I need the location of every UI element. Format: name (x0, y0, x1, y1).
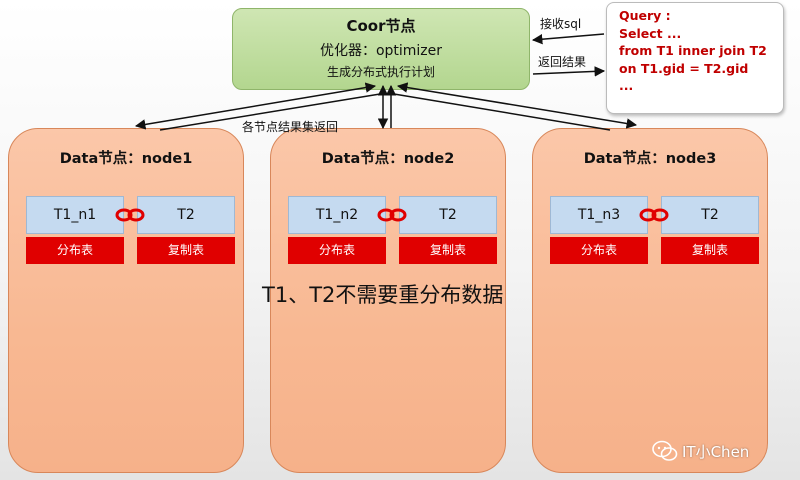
distributed-table-tag: 分布表 (288, 237, 386, 264)
table-t1-shard: T1_n2 (288, 196, 386, 234)
data-node-1: Data节点：node1 T1_n1 T2 分布表 复制表 (8, 128, 244, 473)
coor-node1-arrow (134, 82, 377, 130)
join-link-icon (115, 208, 145, 222)
data-node-3: Data节点：node3 T1_n3 T2 分布表 复制表 (532, 128, 768, 473)
join-link-icon (377, 208, 407, 222)
return-result-arrow (532, 66, 606, 77)
table-t1-shard: T1_n3 (550, 196, 648, 234)
plan-label: 生成分布式执行计划 (326, 65, 435, 79)
coor-node3-arrow-2 (393, 93, 611, 131)
wechat-icon (652, 440, 678, 461)
coordinator-title: Coor节点 (346, 17, 416, 35)
replicated-table-tag: 复制表 (399, 237, 497, 264)
optimizer-label: 优化器：optimizer (319, 43, 443, 59)
replicated-table-tag: 复制表 (137, 237, 235, 264)
distributed-table-tag: 分布表 (550, 237, 648, 264)
node-title: Data节点：node3 (583, 151, 717, 167)
coor-node1-arrow-2 (159, 93, 381, 131)
receive-sql-label: 接收sql (540, 17, 582, 31)
table-t1-shard: T1_n1 (26, 196, 124, 234)
node-results-return-label: 各节点结果集返回 (242, 120, 339, 134)
replicated-table-tag: 复制表 (661, 237, 759, 264)
coordinator-node: Coor节点 优化器：optimizer 生成分布式执行计划 (232, 8, 530, 90)
query-line: Select ... (619, 25, 682, 41)
table-t2: T2 (661, 196, 759, 234)
watermark: IT小Chen (652, 440, 749, 462)
query-line: Query : (619, 8, 671, 23)
join-link-icon (639, 208, 669, 222)
watermark-text: IT小Chen (682, 442, 750, 461)
no-redistribution-note: T1、T2不需要重分布数据 (262, 283, 504, 307)
table-t2: T2 (137, 196, 235, 234)
query-line: from T1 inner join T2 (619, 43, 767, 58)
distributed-table-tag: 分布表 (26, 237, 124, 264)
node-title: Data节点：node2 (321, 151, 455, 167)
node-title: Data节点：node1 (59, 151, 193, 167)
return-result-label: 返回结果 (538, 55, 587, 69)
table-t2: T2 (399, 196, 497, 234)
query-line: on T1.gid = T2.gid (619, 60, 749, 76)
data-node-2: Data节点：node2 T1_n2 T2 分布表 复制表 (270, 128, 506, 473)
receive-sql-arrow (531, 33, 605, 45)
coor-node3-arrow (396, 82, 638, 129)
